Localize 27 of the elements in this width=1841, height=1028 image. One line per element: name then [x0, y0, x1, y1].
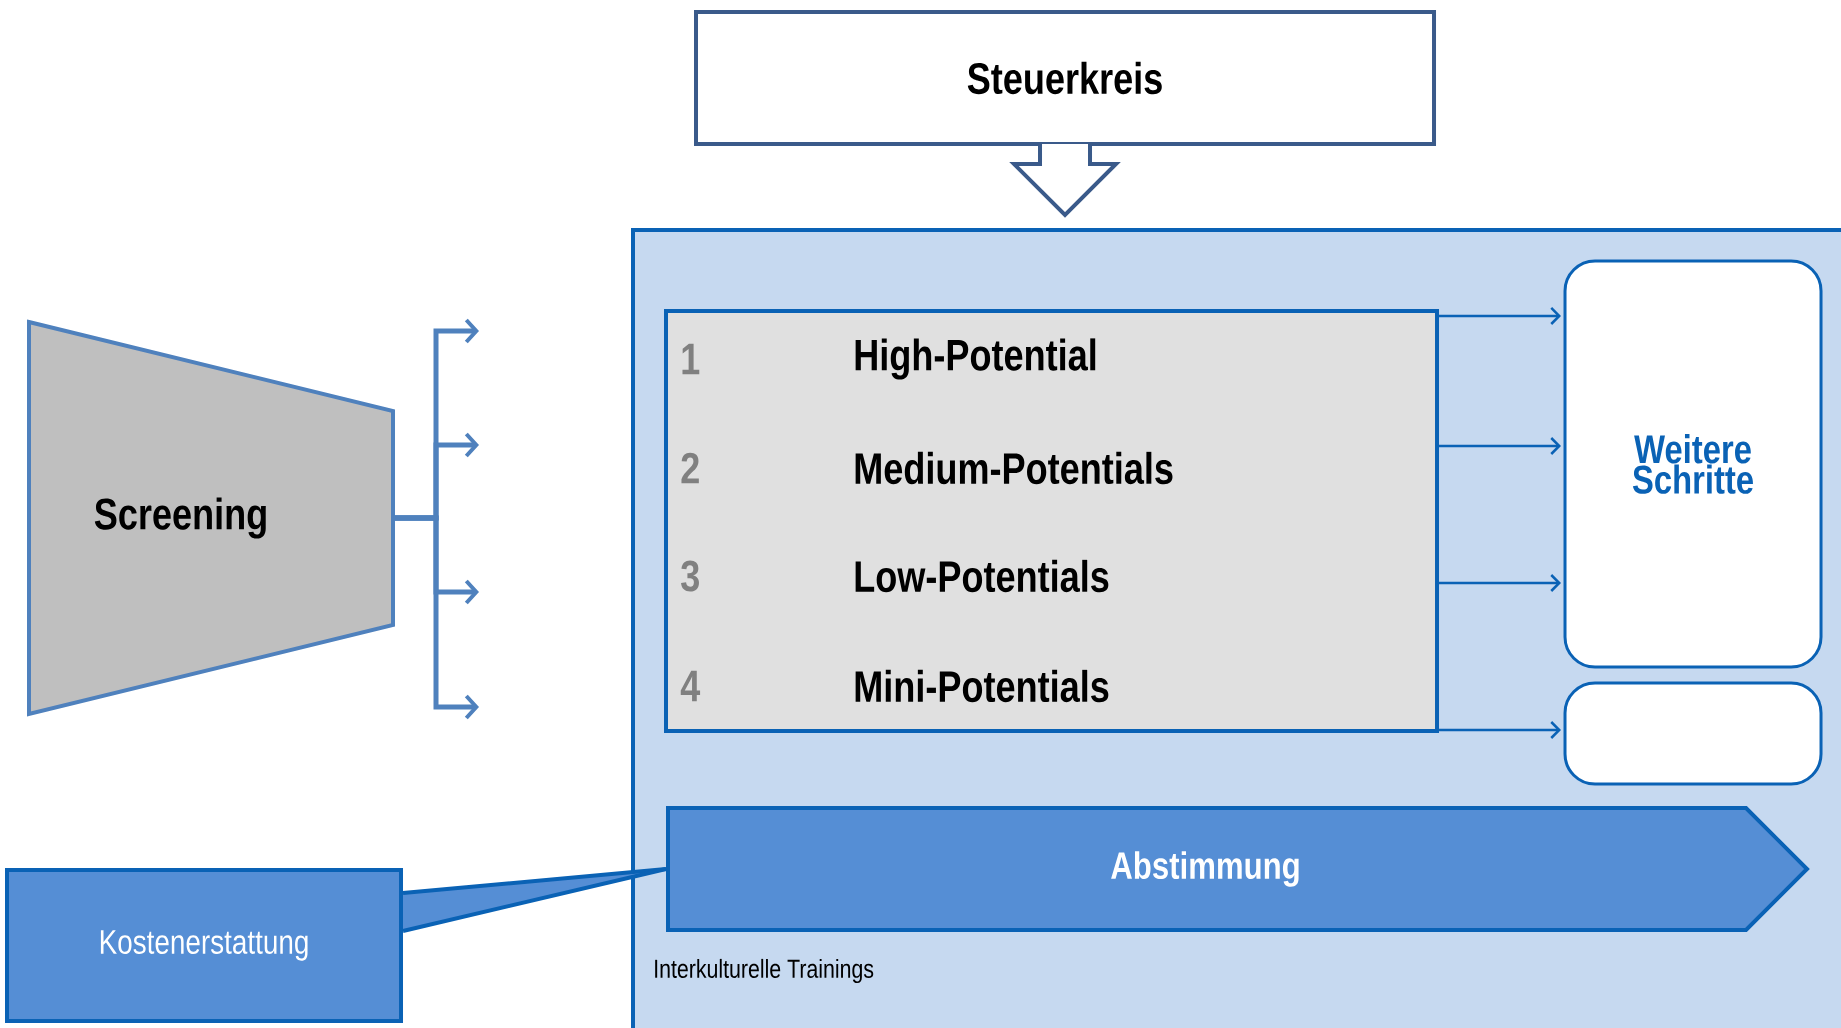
arrow-banner	[666, 806, 1810, 932]
row-label: Medium-Potentials	[855, 451, 1173, 485]
row-label: Low-Potentials	[855, 559, 1109, 593]
rounded-box	[1563, 259, 1823, 669]
list-box	[664, 309, 1439, 733]
row-number: 2	[681, 452, 699, 484]
steering-box	[694, 10, 1436, 146]
branch-arrow	[393, 515, 479, 720]
node-text: Screening	[94, 497, 266, 539]
row-number: 3	[681, 560, 699, 592]
title-text: Steuerkreis	[967, 61, 1162, 95]
arrow	[1439, 437, 1561, 455]
node-text: Weitere Schritte	[1632, 434, 1753, 494]
rounded-box	[1563, 681, 1823, 786]
callout-text: Kostenerstattung	[100, 930, 308, 961]
row-number: 1	[682, 343, 700, 375]
callout-box	[5, 868, 403, 1023]
row-label: Mini-Potentials	[855, 669, 1109, 703]
callout-pointer	[402, 867, 667, 933]
row-label: High-Potential	[855, 338, 1096, 380]
arrow	[1439, 574, 1561, 592]
banner-text: Abstimmung	[1111, 851, 1299, 887]
row-number: 4	[680, 670, 701, 702]
panel-label: Interkulturelle Trainings	[655, 958, 874, 984]
arrow	[1439, 721, 1561, 739]
arrow	[1439, 307, 1561, 325]
block-arrow	[1009, 142, 1121, 218]
